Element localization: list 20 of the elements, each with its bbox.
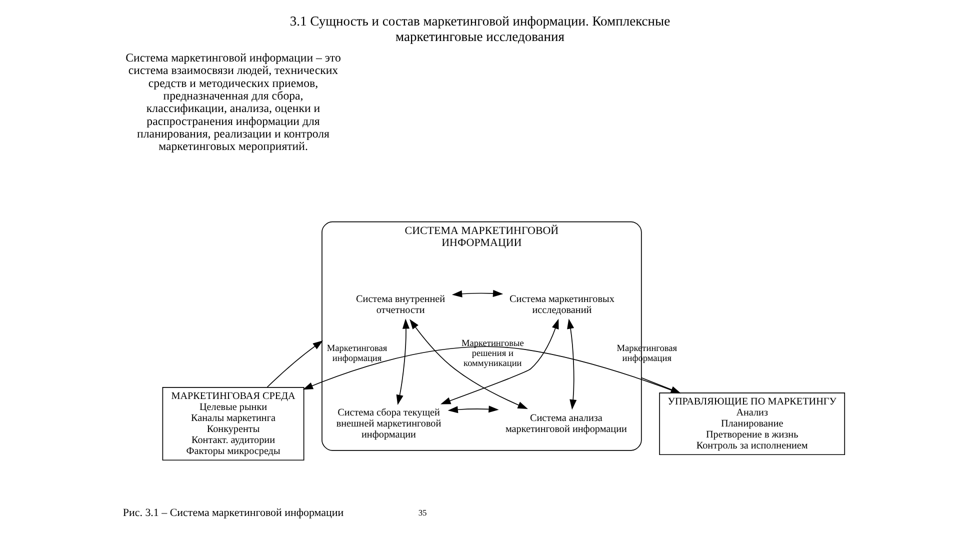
- edge-label: Маркетинговая информация: [326, 344, 388, 364]
- node-text: Система анализа маркетинговой информации: [505, 412, 627, 435]
- node-box: УПРАВЛЯЮЩИЕ ПО МАРКЕТИНГУ Анализ Планирование Претворение в жизнь Контроль за исполнением: [659, 392, 846, 456]
- edge-label: Маркетинговые решения и коммуникации: [461, 338, 524, 370]
- node-text: Система сбора текущей внешней маркетинговой информации: [336, 407, 442, 440]
- arrow: [448, 406, 499, 414]
- arrow: [266, 340, 324, 388]
- arrow: [396, 318, 410, 405]
- node-text: Система маркетинговых исследований: [510, 294, 614, 316]
- arrow: [440, 318, 559, 404]
- diagram-title: 3.1 Сущность и состав маркетинговой информации. Комплексные маркетинговые исследования: [290, 14, 670, 44]
- node-box: МАРКЕТИНГОВАЯ СРЕДА Целевые рынки Каналы маркетинга Конкуренты Контакт. аудитории Факторы микросреды: [162, 387, 304, 461]
- node-text: Система внутренней отчетности: [356, 294, 446, 316]
- label: 35: [418, 507, 427, 518]
- arrow: [452, 290, 504, 298]
- arrow: [567, 318, 577, 410]
- arrow: [410, 319, 528, 410]
- arrow: [302, 346, 680, 394]
- caption: Рис. 3.1 – Система маркетинговой информации: [122, 507, 344, 520]
- label: Система маркетинговой информации – это система взаимосвязи людей, технических средств и методических приемов, предназначенная для сбора, классификации, анализа, оценки и распространения информации для планирования, реализации и контроля маркетинговых мероприятий.: [126, 50, 341, 154]
